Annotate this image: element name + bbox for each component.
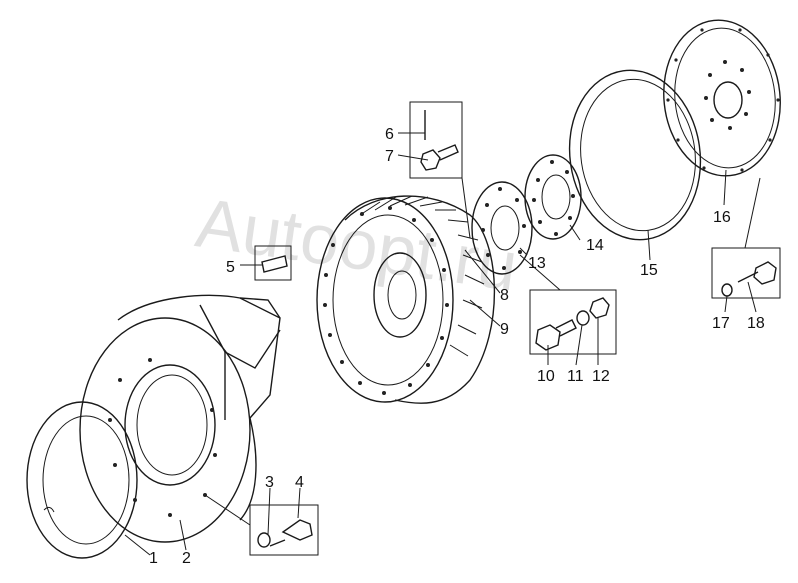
callout-8: 8	[500, 287, 509, 304]
callout-5: 5	[226, 259, 235, 276]
part-2-fan-housing	[79, 294, 281, 543]
callout-1: 1	[149, 550, 158, 567]
leader-lines	[124, 132, 761, 556]
parts-6-7-pin-bolt	[409, 101, 463, 179]
callout-16: 16	[713, 209, 731, 226]
callout-numbers: 1 2 3 4 5 6 7 8 9 10 11 12 13 14 15 16 1…	[149, 126, 765, 567]
watermark: Autoopt.ru	[191, 183, 522, 305]
callout-14: 14	[586, 237, 604, 254]
parts-17-18-washer-bolt	[711, 247, 781, 299]
callout-7: 7	[385, 148, 394, 165]
callout-3: 3	[265, 474, 274, 491]
callout-13: 13	[528, 255, 546, 272]
part-14-plate	[524, 154, 582, 240]
part-15-gasket-ring	[568, 69, 702, 241]
part-1-gasket	[26, 401, 138, 559]
callout-11: 11	[567, 368, 584, 385]
callout-10: 10	[537, 368, 555, 385]
callout-17: 17	[712, 315, 730, 332]
callout-12: 12	[592, 368, 610, 385]
parts-10-12-fasteners	[529, 289, 617, 355]
part-5-key	[254, 245, 292, 281]
callout-2: 2	[182, 550, 191, 567]
callout-6: 6	[385, 126, 394, 143]
callout-9: 9	[500, 321, 509, 338]
callout-4: 4	[295, 474, 304, 491]
parts-3-4-washer-bolt	[249, 504, 319, 556]
part-16-cover	[663, 19, 781, 177]
callout-18: 18	[747, 315, 765, 332]
callout-15: 15	[640, 262, 658, 279]
part-13-flange	[471, 181, 533, 275]
impeller	[316, 195, 496, 404]
